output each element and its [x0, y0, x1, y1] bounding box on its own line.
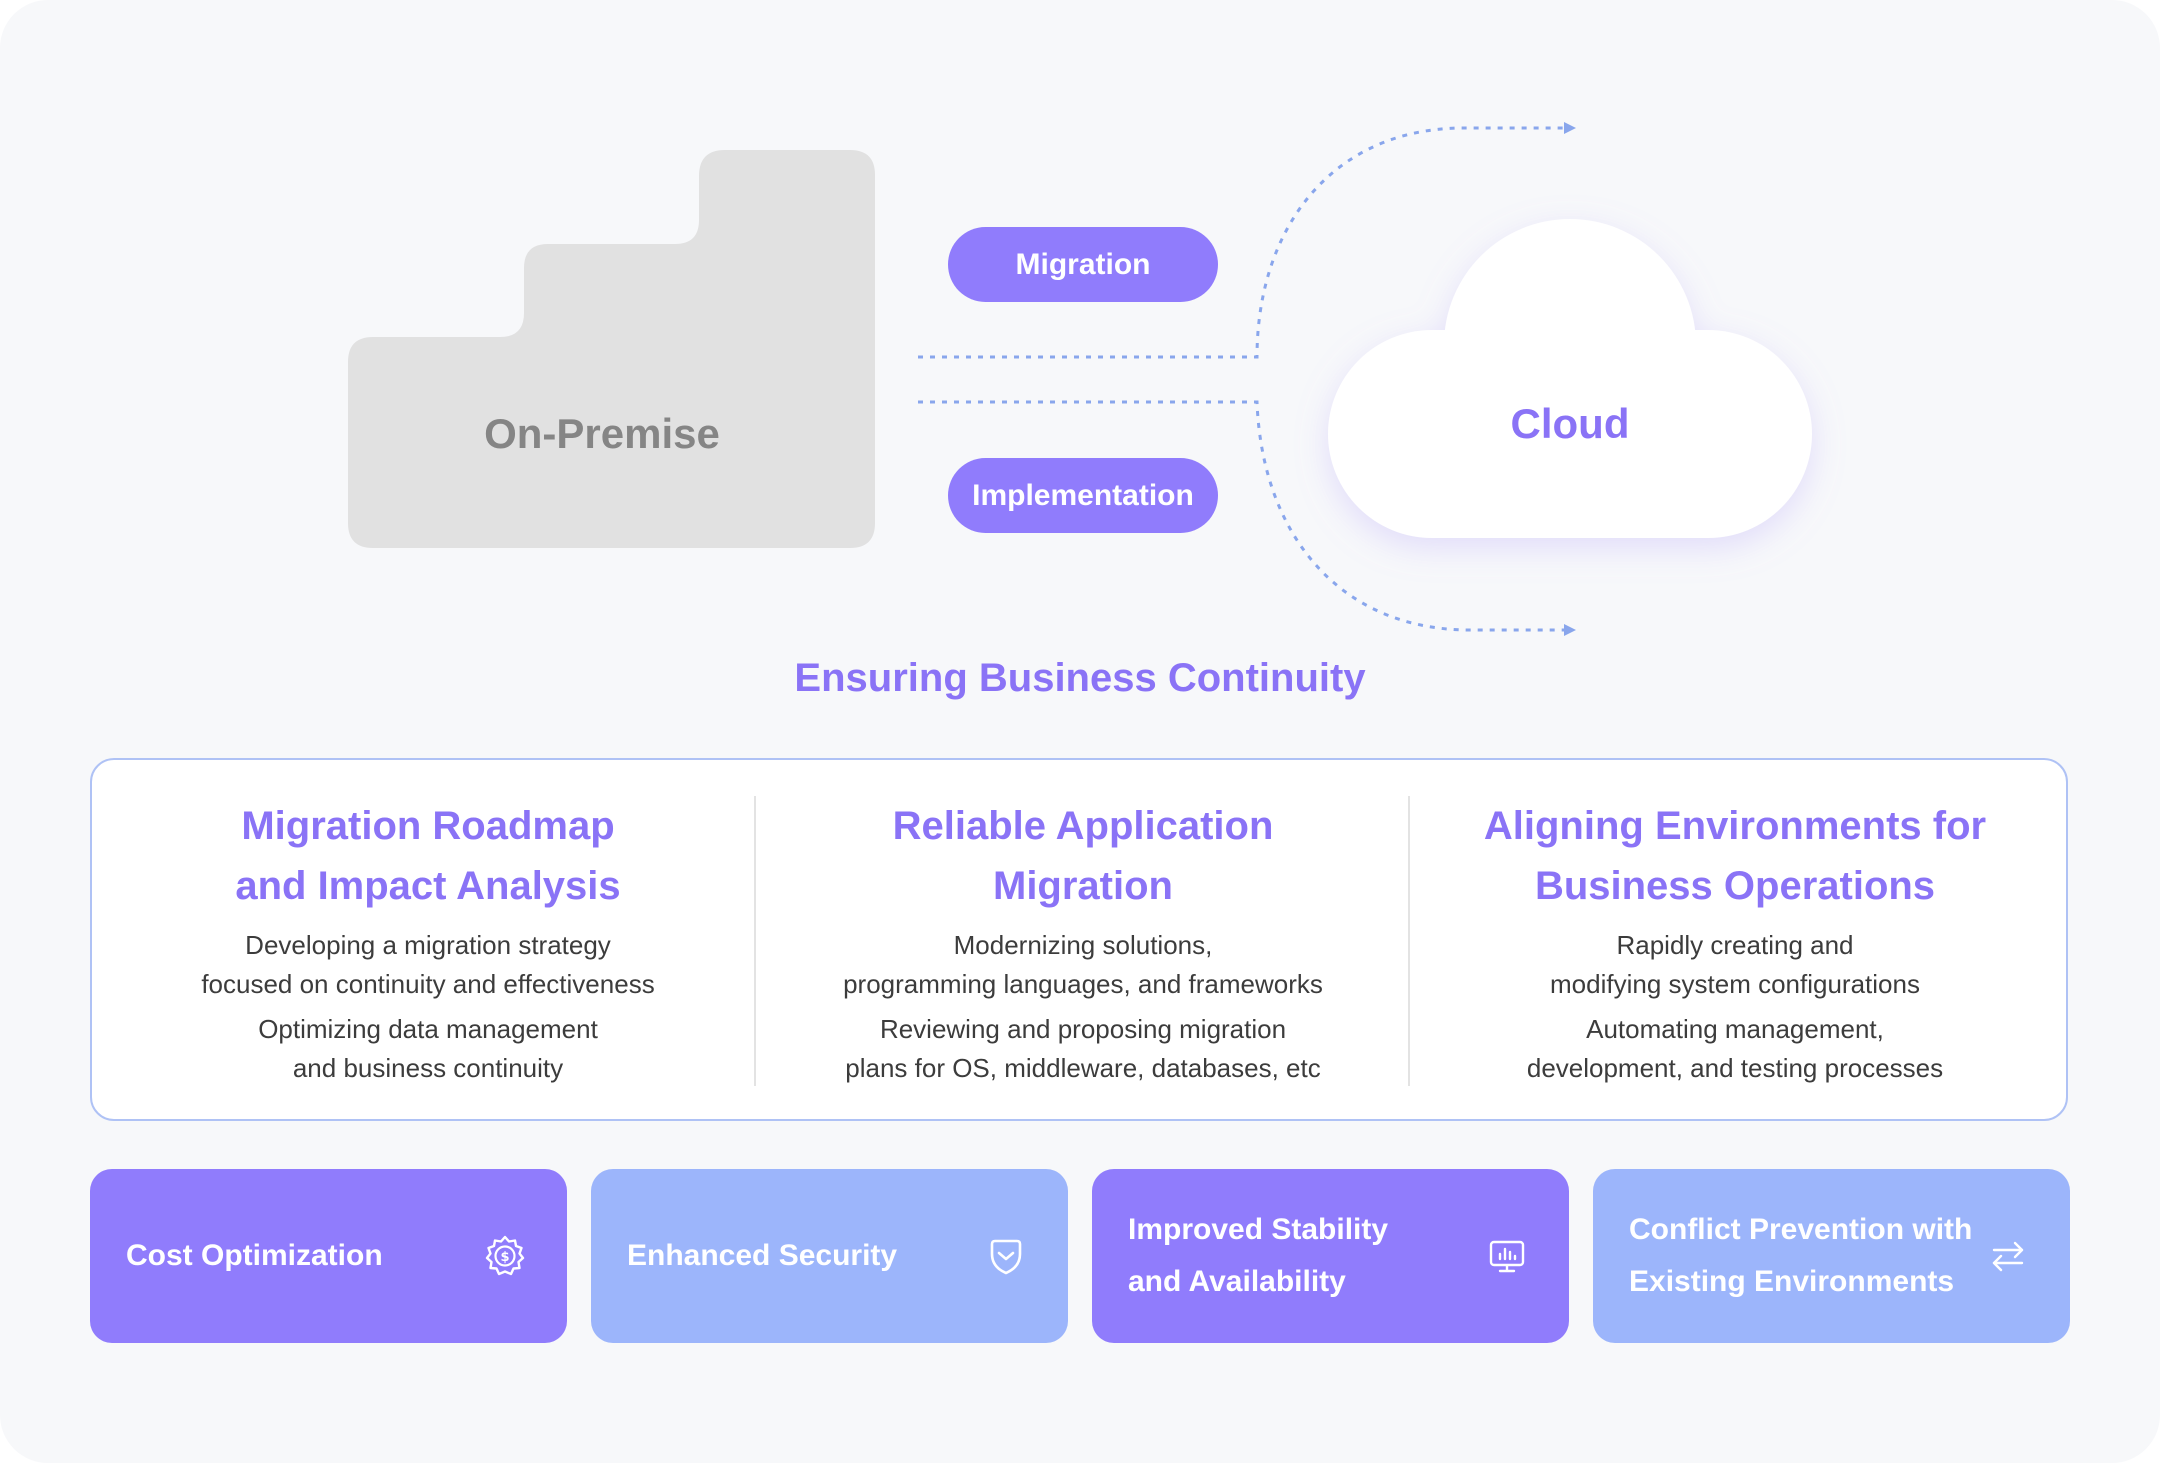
- benefit-label: Cost Optimization: [126, 1239, 383, 1272]
- capability-column-application: Reliable Application Migration Modernizi…: [763, 796, 1403, 1088]
- column-divider: [1408, 796, 1410, 1086]
- implementation-pill: Implementation: [948, 458, 1218, 533]
- on-premise-label: On-Premise: [484, 410, 720, 457]
- benefit-label: Enhanced Security: [627, 1239, 898, 1272]
- column-title: Migration Roadmap and Impact Analysis: [235, 804, 621, 908]
- cloud-label: Cloud: [1510, 400, 1630, 447]
- monitor-chart-icon: [1489, 1240, 1525, 1273]
- coin-badge-icon: $: [485, 1235, 525, 1276]
- column-title: Aligning Environments for Business Opera…: [1483, 804, 1987, 908]
- column-line: Modernizing solutions, programming langu…: [843, 930, 1323, 999]
- column-line: Optimizing data management and business …: [258, 1014, 598, 1083]
- shield-icon: [990, 1239, 1022, 1275]
- capability-column-roadmap: Migration Roadmap and Impact Analysis De…: [108, 796, 748, 1088]
- connector-line-lower: [918, 400, 1568, 632]
- continuity-title: Ensuring Business Continuity: [794, 656, 1366, 700]
- benefit-card-conflict-prevention: Conflict Prevention with Existing Enviro…: [1593, 1169, 2070, 1343]
- column-line: Rapidly creating and modifying system co…: [1550, 930, 1920, 999]
- diagram-graphics: [348, 122, 1812, 636]
- column-line: Automating management, development, and …: [1526, 1014, 1944, 1083]
- capability-column-environments: Aligning Environments for Business Opera…: [1415, 796, 2055, 1088]
- migration-pill: Migration: [948, 227, 1218, 302]
- benefit-card-enhanced-security: Enhanced Security: [591, 1169, 1068, 1343]
- svg-text:$: $: [500, 1250, 509, 1265]
- benefit-card-cost-optimization: Cost Optimization $: [90, 1169, 567, 1343]
- swap-arrows-icon: [1992, 1241, 2024, 1272]
- column-line: Developing a migration strategy focused …: [201, 930, 655, 999]
- cloud-shape: [1328, 219, 1812, 538]
- connector-arrow-upper: [1564, 122, 1576, 134]
- capabilities-panel: Migration Roadmap and Impact Analysis De…: [90, 758, 2068, 1121]
- benefit-card-improved-stability: Improved Stability and Availability: [1092, 1169, 1569, 1343]
- column-title: Reliable Application Migration: [892, 804, 1274, 908]
- connector-line-upper: [918, 126, 1568, 359]
- benefit-label: Conflict Prevention with Existing Enviro…: [1629, 1213, 1973, 1298]
- column-line: Reviewing and proposing migration plans …: [845, 1014, 1321, 1083]
- connector-arrow-lower: [1564, 624, 1576, 636]
- column-divider: [754, 796, 756, 1086]
- benefit-label: Improved Stability and Availability: [1128, 1213, 1389, 1298]
- on-premise-block: [348, 150, 875, 548]
